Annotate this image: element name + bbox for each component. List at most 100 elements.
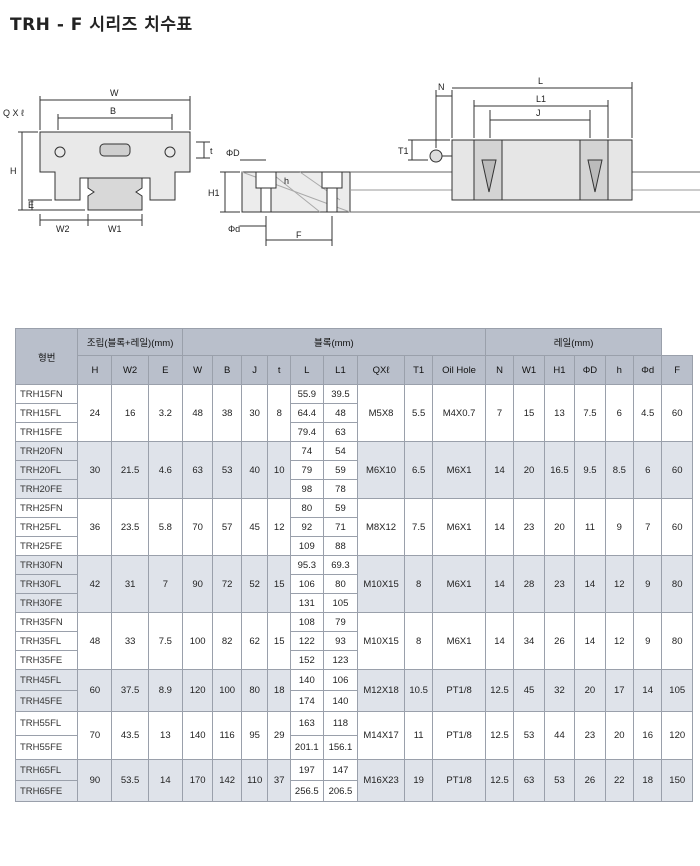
cell-t: 12 (267, 498, 291, 556)
cell-phid: 7.5 (574, 384, 606, 442)
cell-phid: 18 (633, 759, 663, 802)
cell-h1: 20 (543, 498, 576, 556)
phi-d-upper-label: ΦD (226, 148, 240, 158)
cell-b: 116 (212, 711, 242, 760)
cell-l1: 105 (322, 593, 359, 613)
model-cell: TRH20FN (14, 441, 79, 461)
cell-l1: 140 (322, 690, 359, 712)
cell-h1: 16.5 (543, 441, 576, 499)
cell-h: 12 (604, 555, 635, 613)
cell-w: 100 (181, 612, 214, 670)
cell-l: 95.3 (289, 555, 324, 575)
cell-h: 36 (77, 498, 113, 556)
cell-h: 9 (604, 498, 635, 556)
w1-label: W1 (108, 224, 122, 234)
cell-phid: 9.5 (574, 441, 606, 499)
cell-l1: 59 (322, 460, 359, 480)
model-cell: TRH15FE (14, 422, 79, 442)
cell-l1: 48 (322, 403, 359, 423)
cell-phid: 4.5 (633, 384, 663, 442)
cell-b: 53 (212, 441, 242, 499)
model-cell: TRH55FE (14, 735, 79, 760)
cell-l: 79 (289, 460, 324, 480)
cell-w2: 43.5 (111, 711, 149, 760)
cell-n: 14 (484, 441, 515, 499)
cell-oilhole: PT1/8 (432, 711, 486, 760)
cell-l1: 78 (322, 479, 359, 499)
cell-l1: 71 (322, 517, 359, 537)
cell-l1: 106 (322, 669, 359, 691)
cell-e: 8.9 (147, 669, 183, 712)
cell-l: 80 (289, 498, 324, 518)
column-header: W (181, 355, 214, 385)
cell-t1: 19 (403, 759, 434, 802)
cell-e: 3.2 (147, 384, 183, 442)
cell-t1: 11 (403, 711, 434, 760)
model-cell: TRH65FE (14, 780, 79, 802)
cell-phid: 9 (633, 612, 663, 670)
cell-qxl: M6X10 (357, 441, 405, 499)
dimension-drawings: Q X ℓ W B H E W2 W1 t ΦD H1 h Φd F (0, 60, 700, 320)
cell-t1: 8 (403, 612, 434, 670)
cell-l: 131 (289, 593, 324, 613)
cell-e: 7.5 (147, 612, 183, 670)
column-header: ΦD (574, 355, 606, 385)
cell-w1: 23 (513, 498, 545, 556)
cell-h: 24 (77, 384, 113, 442)
model-cell: TRH25FE (14, 536, 79, 556)
cell-l: 140 (289, 669, 324, 691)
cell-w1: 45 (513, 669, 545, 712)
cell-h1: 23 (543, 555, 576, 613)
cell-f: 105 (661, 669, 693, 712)
cell-w2: 33 (111, 612, 149, 670)
n-label: N (438, 82, 445, 92)
cell-h: 20 (604, 711, 635, 760)
cell-t: 15 (267, 555, 291, 613)
cell-l: 55.9 (289, 384, 324, 404)
model-cell: TRH65FL (14, 759, 79, 781)
l-label: L (538, 76, 543, 86)
cell-w1: 28 (513, 555, 545, 613)
cell-t1: 8 (403, 555, 434, 613)
cell-w2: 21.5 (111, 441, 149, 499)
model-cell: TRH15FN (14, 384, 79, 404)
cell-oilhole: M4X0.7 (432, 384, 486, 442)
cell-b: 100 (212, 669, 242, 712)
cell-w: 120 (181, 669, 214, 712)
column-header: H1 (543, 355, 576, 385)
cell-w2: 31 (111, 555, 149, 613)
f-label: F (296, 230, 302, 240)
column-header: h (604, 355, 635, 385)
cell-l: 122 (289, 631, 324, 651)
cell-h: 17 (604, 669, 635, 712)
cell-l1: 79 (322, 612, 359, 632)
header-block: 블록(mm) (181, 328, 486, 356)
cell-l1: 54 (322, 441, 359, 461)
column-header: F (661, 355, 693, 385)
cell-phid: 26 (574, 759, 606, 802)
cell-h1: 13 (543, 384, 576, 442)
cell-h1: 32 (543, 669, 576, 712)
cell-w2: 23.5 (111, 498, 149, 556)
header-rail: 레일(mm) (484, 328, 663, 356)
cell-l1: 93 (322, 631, 359, 651)
rail-section-drawing (220, 159, 700, 246)
cell-l1: 147 (322, 759, 359, 781)
cell-e: 5.8 (147, 498, 183, 556)
cell-l1: 80 (322, 574, 359, 594)
cell-l: 109 (289, 536, 324, 556)
header-model: 형번 (14, 328, 79, 385)
cell-qxl: M10X15 (357, 612, 405, 670)
cell-l: 64.4 (289, 403, 324, 423)
qxl-label: Q X ℓ (3, 108, 25, 118)
